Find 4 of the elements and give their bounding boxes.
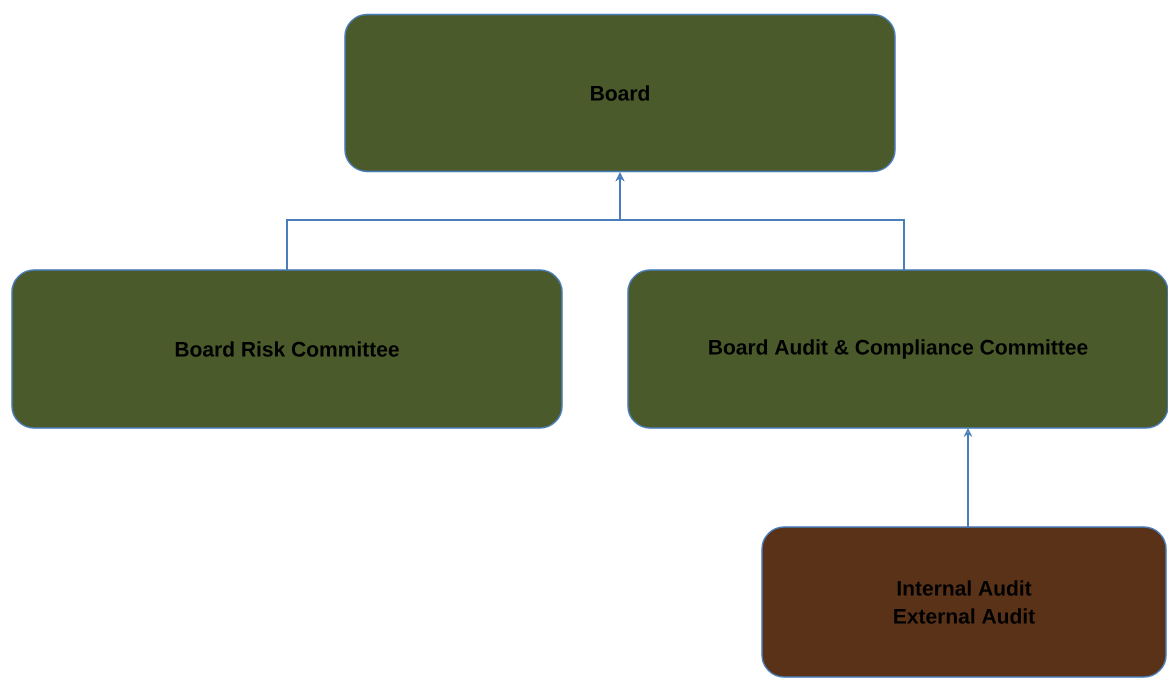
rounded-box: Board Risk Committee bbox=[11, 269, 563, 429]
rounded-box: Board bbox=[344, 13, 896, 173]
rounded-box: Internal Audit External Audit bbox=[761, 526, 1167, 678]
rounded-box: Board Audit & Compliance Committee bbox=[627, 269, 1168, 429]
